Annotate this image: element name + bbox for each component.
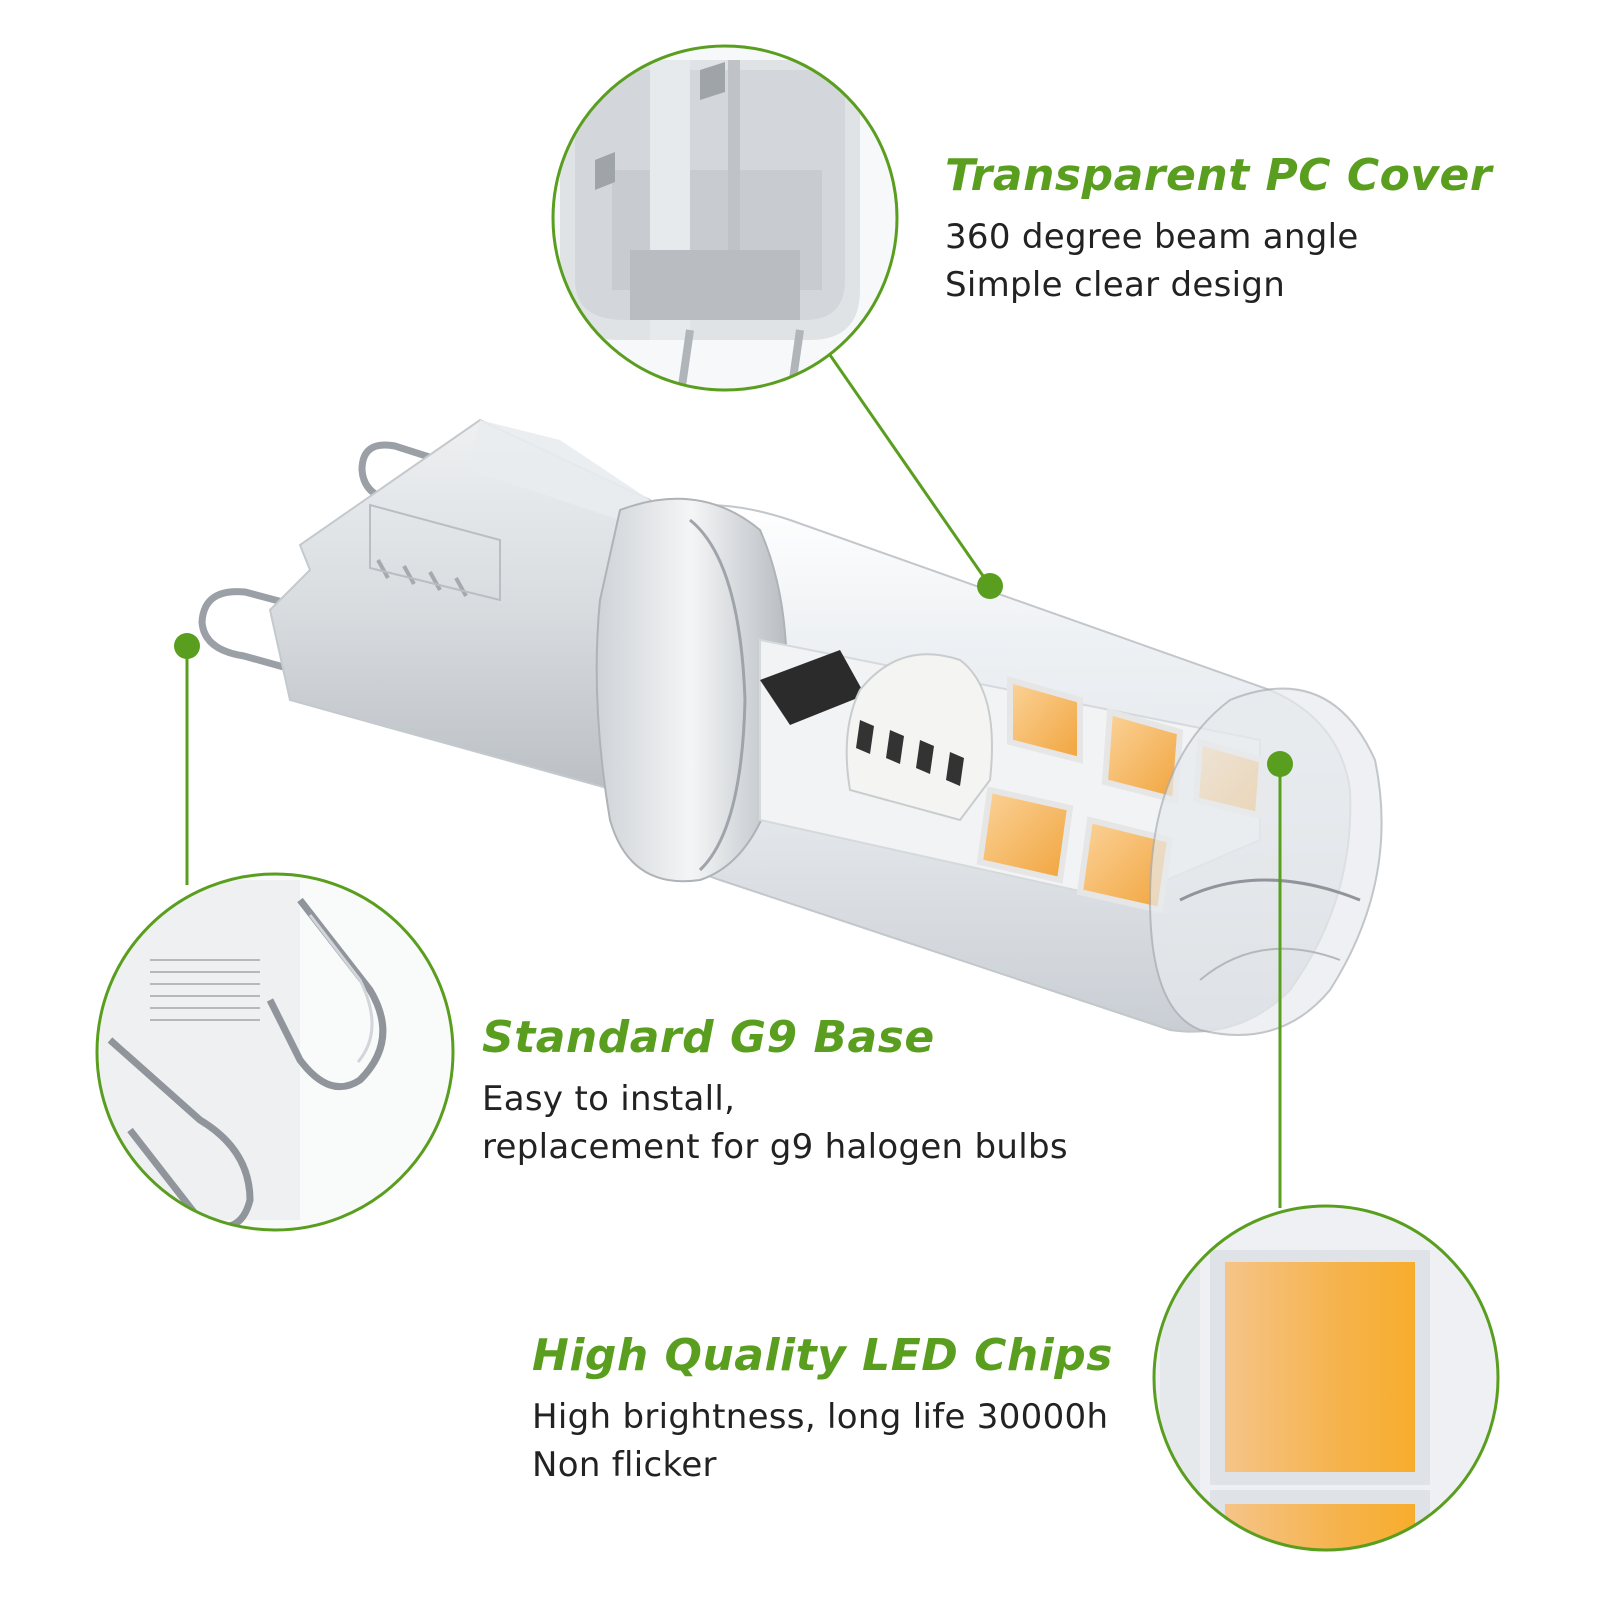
feature-title: Standard G9 Base — [482, 1012, 935, 1063]
callout-dot-base — [174, 633, 200, 659]
zoom-circle-base — [95, 872, 455, 1232]
feature-line: 360 degree beam angle — [945, 217, 1359, 257]
callout-dot-cover — [977, 573, 1003, 599]
feature-transparent-cover: Transparent PC Cover 360 degree beam ang… — [945, 150, 1492, 309]
feature-line: Non flicker — [532, 1445, 717, 1485]
feature-g9-base: Standard G9 Base Easy to install, replac… — [482, 1012, 1068, 1171]
feature-line: replacement for g9 halogen bulbs — [482, 1127, 1068, 1167]
callout-lines — [185, 354, 1282, 1208]
zoom-circle-chips — [1152, 1204, 1500, 1552]
feature-line: Easy to install, — [482, 1079, 736, 1119]
feature-title: High Quality LED Chips — [532, 1330, 1113, 1381]
capsule-end — [1148, 687, 1383, 1036]
callout-dot-chips — [1267, 751, 1293, 777]
feature-title: Transparent PC Cover — [945, 150, 1493, 201]
driver-chip — [760, 650, 865, 725]
g9-bulb — [198, 418, 1383, 1036]
feature-line: Simple clear design — [945, 265, 1286, 305]
feature-led-chips: High Quality LED Chips High brightness, … — [532, 1330, 1113, 1489]
feature-line: High brightness, long life 30000h — [532, 1397, 1109, 1437]
zoom-circle-cover — [551, 44, 899, 392]
collar-ring — [595, 497, 788, 883]
led-chips — [976, 676, 1266, 914]
pin-lower — [198, 588, 334, 684]
